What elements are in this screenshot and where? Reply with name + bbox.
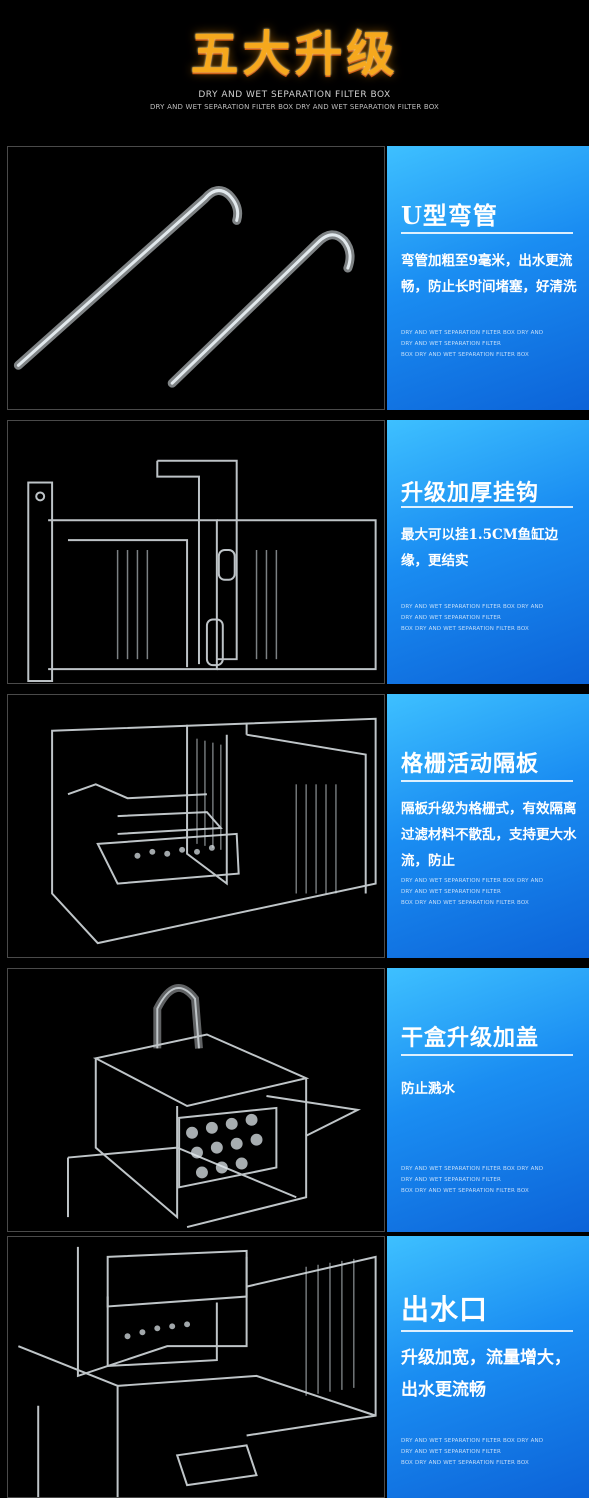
feature-panel: 出水口 升级加宽，流量增大，出水更流畅 DRY AND WET SEPARATI…	[387, 1236, 589, 1498]
hook-illustration	[27, 459, 377, 683]
feature-section-lid: 干盒升级加盖 防止溅水 DRY AND WET SEPARATION FILTE…	[7, 968, 589, 1232]
feature-section-outlet: 出水口 升级加宽，流量增大，出水更流畅 DRY AND WET SEPARATI…	[7, 1236, 589, 1498]
grid-partition-illustration	[51, 717, 377, 945]
feature-caption-line: DRY AND WET SEPARATION FILTER	[401, 889, 502, 895]
feature-panel: 升级加厚挂钩 最大可以挂1.5CM鱼缸边缘，更结实 DRY AND WET SE…	[387, 420, 589, 684]
feature-caption-line: DRY AND WET SEPARATION FILTER	[401, 341, 502, 347]
feature-description: 升级加宽，流量增大，出水更流畅	[401, 1348, 571, 1400]
feature-caption-line: BOX DRY AND WET SEPARATION FILTER BOX	[401, 900, 529, 906]
header-subtitle: DRY AND WET SEPARATION FILTER BOX	[198, 90, 391, 100]
page-title: 五大升级	[190, 26, 399, 82]
feature-description: 防止溅水	[401, 1081, 455, 1097]
page-header: 五大升级 DRY AND WET SEPARATION FILTER BOX D…	[0, 0, 589, 140]
feature-panel: 干盒升级加盖 防止溅水 DRY AND WET SEPARATION FILTE…	[387, 968, 589, 1232]
feature-section-hook: 升级加厚挂钩 最大可以挂1.5CM鱼缸边缘，更结实 DRY AND WET SE…	[7, 420, 589, 684]
feature-section-grid-partition: 格栅活动隔板 隔板升级为格栅式，有效隔离过滤材料不散乱，支持更大水流，防止 DR…	[7, 694, 589, 958]
feature-caption-line: DRY AND WET SEPARATION FILTER	[401, 1449, 502, 1455]
lid-photo	[7, 968, 385, 1232]
feature-caption-line: BOX DRY AND WET SEPARATION FILTER BOX	[401, 1460, 529, 1466]
u-tube-illustration	[13, 186, 355, 388]
feature-caption-line: BOX DRY AND WET SEPARATION FILTER BOX	[401, 626, 529, 632]
lid-illustration	[66, 984, 362, 1228]
title-underline	[401, 780, 573, 782]
feature-caption-line: DRY AND WET SEPARATION FILTER	[401, 1177, 502, 1183]
feature-section-u-tube: U型弯管 弯管加粗至9毫米，出水更流畅，防止长时间堵塞，好清洗 DRY AND …	[7, 146, 589, 410]
feature-panel: U型弯管 弯管加粗至9毫米，出水更流畅，防止长时间堵塞，好清洗 DRY AND …	[387, 146, 589, 410]
feature-title: 干盒升级加盖	[401, 1025, 540, 1051]
outlet-photo	[7, 1236, 385, 1498]
u-tube-photo	[7, 146, 385, 410]
feature-caption-line: DRY AND WET SEPARATION FILTER BOX DRY AN…	[401, 604, 544, 610]
feature-caption-line: DRY AND WET SEPARATION FILTER BOX DRY AN…	[401, 1166, 544, 1172]
grid-partition-photo	[7, 694, 385, 958]
feature-description: 最大可以挂1.5CM鱼缸边缘，更结实	[401, 527, 559, 569]
feature-title: 出水口	[401, 1293, 489, 1326]
title-underline	[401, 232, 573, 234]
title-underline	[401, 506, 573, 508]
feature-title: U型弯管	[401, 201, 498, 230]
feature-caption-line: DRY AND WET SEPARATION FILTER BOX DRY AN…	[401, 1438, 544, 1444]
outlet-illustration	[17, 1246, 377, 1497]
feature-caption-line: DRY AND WET SEPARATION FILTER BOX DRY AN…	[401, 878, 544, 884]
feature-description: 弯管加粗至9毫米，出水更流畅，防止长时间堵塞，好清洗	[401, 253, 577, 295]
header-subtitle-secondary: DRY AND WET SEPARATION FILTER BOX DRY AN…	[149, 103, 440, 111]
feature-caption-line: DRY AND WET SEPARATION FILTER BOX DRY AN…	[401, 330, 544, 336]
feature-caption-line: BOX DRY AND WET SEPARATION FILTER BOX	[401, 1188, 529, 1194]
feature-caption-line: DRY AND WET SEPARATION FILTER	[401, 615, 502, 621]
title-underline	[401, 1330, 573, 1332]
feature-description: 隔板升级为格栅式，有效隔离过滤材料不散乱，支持更大水流，防止	[401, 801, 577, 869]
feature-title: 格栅活动隔板	[401, 751, 540, 777]
feature-panel: 格栅活动隔板 隔板升级为格栅式，有效隔离过滤材料不散乱，支持更大水流，防止 DR…	[387, 694, 589, 958]
title-underline	[401, 1054, 573, 1056]
feature-title: 升级加厚挂钩	[401, 480, 540, 506]
hook-photo	[7, 420, 385, 684]
feature-caption-line: BOX DRY AND WET SEPARATION FILTER BOX	[401, 352, 529, 358]
